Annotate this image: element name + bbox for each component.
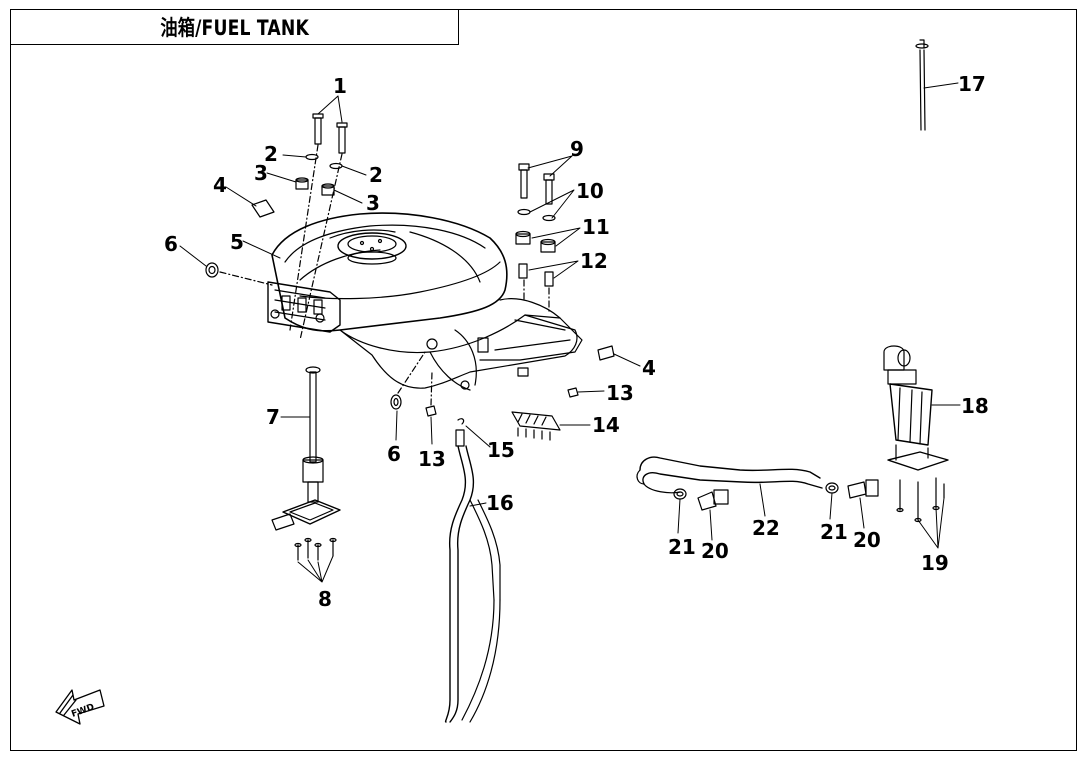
dipstick-17: [915, 39, 929, 131]
callout-17: 17: [958, 72, 986, 96]
page-title: 油箱/FUEL TANK: [160, 16, 309, 40]
nut-13-right: [567, 387, 579, 398]
callout-3-left: 3: [254, 161, 268, 185]
rear-bolts: [515, 163, 556, 313]
pad-4-left: [251, 199, 275, 218]
callout-6-lower: 6: [387, 442, 401, 466]
fuel-level-sensor: [271, 366, 341, 561]
callout-20-right: 20: [853, 528, 881, 552]
callout-20-left: 20: [701, 539, 729, 563]
callout-9: 9: [570, 137, 584, 161]
nut-13-lower: [425, 405, 437, 417]
drain-hose: [444, 418, 501, 723]
callout-16: 16: [486, 491, 514, 515]
callout-1: 1: [333, 74, 347, 98]
grommet-6-lower: [390, 351, 426, 410]
callout-7: 7: [266, 405, 280, 429]
fuel-tank: [267, 212, 583, 391]
callout-12: 12: [580, 249, 608, 273]
callout-4-right: 4: [642, 356, 656, 380]
fwd-label: FWD: [70, 702, 96, 719]
fwd-arrow-icon: [55, 689, 105, 725]
callout-3-right: 3: [366, 191, 380, 215]
connector-14: [511, 411, 561, 441]
title-box: 油箱/FUEL TANK: [10, 9, 459, 45]
callout-5: 5: [230, 230, 244, 254]
callout-4-left: 4: [213, 173, 227, 197]
fuel-pump-18: [883, 345, 949, 523]
callout-8: 8: [318, 587, 332, 611]
fitting-20-right: [847, 479, 879, 499]
front-bolts: [289, 113, 348, 341]
grommet-6-left: [205, 262, 273, 286]
callout-21-left: 21: [668, 535, 696, 559]
callout-2-right: 2: [369, 163, 383, 187]
callout-14: 14: [592, 413, 620, 437]
callout-13-right: 13: [606, 381, 634, 405]
fuel-line-22: [636, 456, 823, 494]
clamp-21-left: [673, 488, 687, 500]
leader-lines: [179, 82, 961, 583]
callout-10: 10: [576, 179, 604, 203]
callout-22: 22: [752, 516, 780, 540]
callout-15: 15: [487, 438, 515, 462]
callout-11: 11: [582, 215, 610, 239]
fitting-20-left: [697, 489, 729, 511]
pad-4-right: [597, 345, 615, 361]
callout-18: 18: [961, 394, 989, 418]
callout-21-right: 21: [820, 520, 848, 544]
callout-13-lower: 13: [418, 447, 446, 471]
callout-2-left: 2: [264, 142, 278, 166]
clamp-21-right: [825, 482, 839, 494]
callout-6-left: 6: [164, 232, 178, 256]
callout-19: 19: [921, 551, 949, 575]
diagram-frame: [10, 9, 1077, 751]
